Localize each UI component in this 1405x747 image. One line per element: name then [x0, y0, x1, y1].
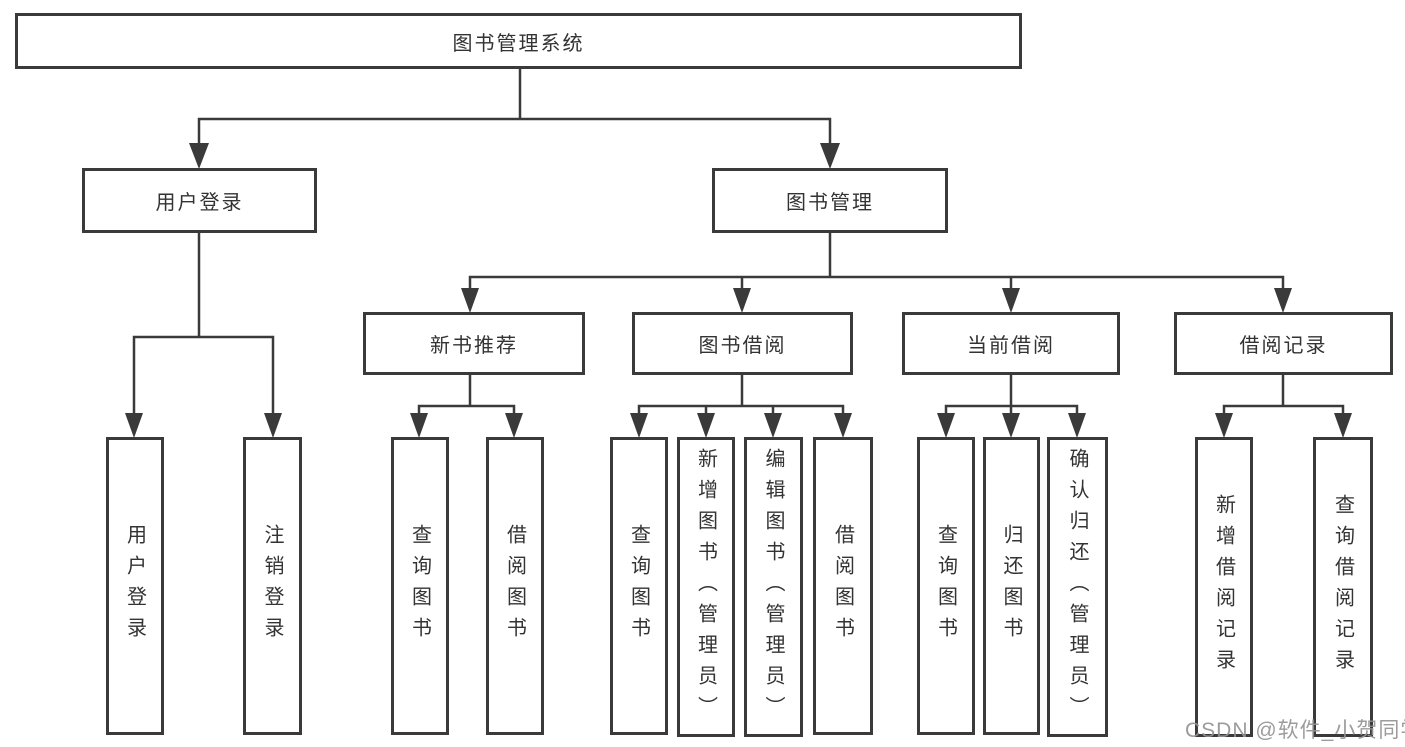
connector-level3-branch: [468, 275, 1285, 290]
leaf-logout: 注销登录: [243, 437, 302, 735]
node-book-management: 图书管理: [712, 168, 948, 233]
node-library-system: 图书管理系统: [15, 13, 1022, 69]
csdn-watermark: CSDN @软件_小贺同学: [1185, 719, 1405, 742]
node-user-login-label: 用户登录: [155, 192, 244, 214]
connector-level2-branch: [197, 117, 832, 146]
connector-user-login-branch: [132, 335, 275, 415]
leaf-query-books-current: 查询图书: [917, 437, 975, 735]
leaf-add-borrow-record: 新增借阅记录: [1195, 437, 1253, 737]
node-book-management-label: 图书管理: [786, 192, 874, 214]
connector-book-borrow-branch: [637, 404, 845, 415]
node-current-borrow: 当前借阅: [902, 312, 1120, 375]
node-user-login: 用户登录: [82, 168, 317, 233]
node-book-borrow-label: 图书借阅: [698, 335, 787, 357]
node-new-book-recommend: 新书推荐: [363, 312, 585, 375]
node-borrow-records: 借阅记录: [1174, 312, 1393, 375]
node-borrow-records-label: 借阅记录: [1239, 335, 1328, 357]
connector-borrow-records-branch: [1222, 404, 1345, 415]
node-current-borrow-label: 当前借阅: [967, 335, 1055, 357]
leaf-query-books-recommend: 查询图书: [391, 437, 449, 735]
leaf-borrow-books: 借阅图书: [813, 437, 873, 735]
leaf-confirm-return-admin: 确认归还（管理员）: [1047, 437, 1108, 737]
arrowheads: [125, 143, 1352, 438]
leaf-add-book-admin: 新增图书（管理员）: [677, 437, 735, 737]
node-new-book-recommend-label: 新书推荐: [430, 335, 518, 357]
node-book-borrow: 图书借阅: [632, 312, 853, 375]
leaf-return-book: 归还图书: [983, 437, 1040, 735]
connector-new-book-branch: [417, 404, 516, 415]
leaf-borrow-books-recommend: 借阅图书: [486, 437, 544, 735]
leaf-query-books-borrow: 查询图书: [610, 437, 668, 735]
node-library-system-label: 图书管理系统: [452, 32, 585, 55]
leaf-edit-book-admin: 编辑图书（管理员）: [744, 437, 803, 737]
leaf-query-borrow-record: 查询借阅记录: [1313, 437, 1373, 737]
leaf-user-login: 用户登录: [106, 437, 164, 735]
